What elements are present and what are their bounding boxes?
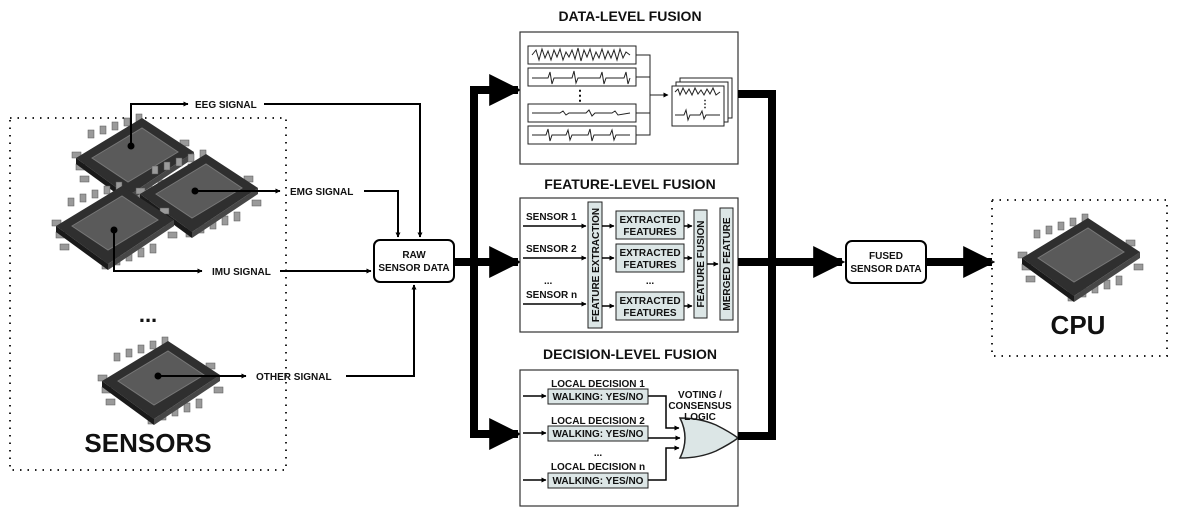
feature-extraction-label: FEATURE EXTRACTION	[591, 208, 602, 322]
imu-dot	[110, 226, 118, 234]
raw-box-line1: RAW	[402, 250, 426, 261]
extracted-ellipsis: ...	[646, 276, 655, 287]
svg-text:FEATURES: FEATURES	[623, 308, 676, 319]
extracted-features-2: EXTRACTED FEATURES	[615, 243, 685, 273]
voting-label-line3: LOGIC	[684, 412, 716, 423]
sensors-panel: EEG SIGNAL EMG SIGNAL IMU SIGNAL OTHER S…	[9, 100, 353, 471]
emg-to-raw-connector	[364, 190, 401, 238]
walking-decision-2: WALKING: YES/NO	[547, 425, 649, 442]
feature-level-fusion-panel: FEATURE-LEVEL FUSION SENSOR 1 SENSOR 2 .…	[519, 176, 739, 333]
local-decision-n-label: LOCAL DECISION n	[551, 462, 645, 473]
extracted-features-n: EXTRACTED FEATURES	[615, 291, 685, 321]
eeg-arrow	[130, 101, 189, 146]
svg-text:FEATURES: FEATURES	[623, 260, 676, 271]
or-gate-icon	[678, 417, 740, 459]
merged-feature-label: MERGED FEATURE	[722, 217, 733, 310]
decision-level-out-connector	[738, 262, 776, 440]
local-decision-1-label: LOCAL DECISION 1	[551, 379, 645, 390]
imu-signal-label: IMU SIGNAL	[212, 267, 271, 278]
branch-to-decision-level-arrow	[470, 258, 522, 450]
decision-level-fusion-panel: DECISION-LEVEL FUSION LOCAL DECISION 1 L…	[519, 346, 740, 507]
other-to-raw-connector	[346, 284, 417, 377]
svg-text:EXTRACTED: EXTRACTED	[619, 248, 680, 259]
raw-sensor-data-box: RAW SENSOR DATA	[373, 239, 455, 283]
svg-text:WALKING: YES/NO: WALKING: YES/NO	[553, 392, 644, 403]
other-signal-label: OTHER SIGNAL	[256, 372, 332, 383]
sensors-title: SENSORS	[84, 428, 211, 458]
eeg-signal-label: EEG SIGNAL	[195, 100, 257, 111]
walking-decision-n: WALKING: YES/NO	[547, 472, 649, 489]
svg-text:EXTRACTED: EXTRACTED	[619, 215, 680, 226]
data-level-ellipsis: ⋮	[573, 87, 587, 103]
data-level-title: DATA-LEVEL FUSION	[558, 8, 701, 24]
raw-box-line2: SENSOR DATA	[378, 263, 449, 274]
svg-text:EXTRACTED: EXTRACTED	[619, 296, 680, 307]
imu-arrow	[113, 230, 203, 274]
cpu-label: CPU	[1051, 310, 1106, 340]
data-level-mini-ellipsis: ⋮	[700, 99, 710, 110]
branch-to-data-level-arrow	[470, 74, 522, 266]
cpu-chip-icon	[1017, 213, 1144, 303]
decision-level-title: DECISION-LEVEL FUSION	[543, 346, 717, 362]
cpu-panel: CPU	[991, 199, 1168, 357]
eeg-dot	[127, 142, 135, 150]
sensor-1-label: SENSOR 1	[526, 212, 577, 223]
feature-level-title: FEATURE-LEVEL FUSION	[544, 176, 715, 192]
sensor-2-label: SENSOR 2	[526, 244, 577, 255]
feature-fusion-label: FEATURE FUSION	[696, 220, 707, 307]
eeg-to-raw-connector	[264, 103, 423, 238]
data-level-out-connector	[738, 90, 776, 262]
svg-text:WALKING: YES/NO: WALKING: YES/NO	[553, 429, 644, 440]
other-dot	[154, 372, 162, 380]
local-decision-2-label: LOCAL DECISION 2	[551, 416, 645, 427]
extracted-features-1: EXTRACTED FEATURES	[615, 210, 685, 240]
svg-text:WALKING: YES/NO: WALKING: YES/NO	[553, 476, 644, 487]
voting-label-line2: CONSENSUS	[668, 401, 732, 412]
decision-ellipsis: ...	[594, 448, 603, 459]
emg-signal-label: EMG SIGNAL	[290, 187, 353, 198]
sensor-n-label: SENSOR n	[526, 290, 577, 301]
feature-extraction-bar	[587, 201, 603, 329]
data-level-fusion-panel: DATA-LEVEL FUSION ⋮ ⋮	[519, 8, 739, 165]
fused-sensor-data-box: FUSED SENSOR DATA	[845, 240, 927, 284]
sensors-border	[9, 117, 287, 471]
fused-box-line2: SENSOR DATA	[850, 264, 921, 275]
walking-decision-1: WALKING: YES/NO	[547, 388, 649, 405]
sensors-ellipsis: ...	[139, 302, 157, 327]
sensor-ellipsis: ...	[544, 276, 553, 287]
emg-dot	[191, 187, 199, 195]
voting-label-line1: VOTING /	[678, 390, 722, 401]
svg-text:FEATURES: FEATURES	[623, 227, 676, 238]
merged-feature-bar	[719, 207, 734, 321]
chip-icon-4	[97, 336, 224, 426]
fused-box-line1: FUSED	[869, 251, 903, 262]
